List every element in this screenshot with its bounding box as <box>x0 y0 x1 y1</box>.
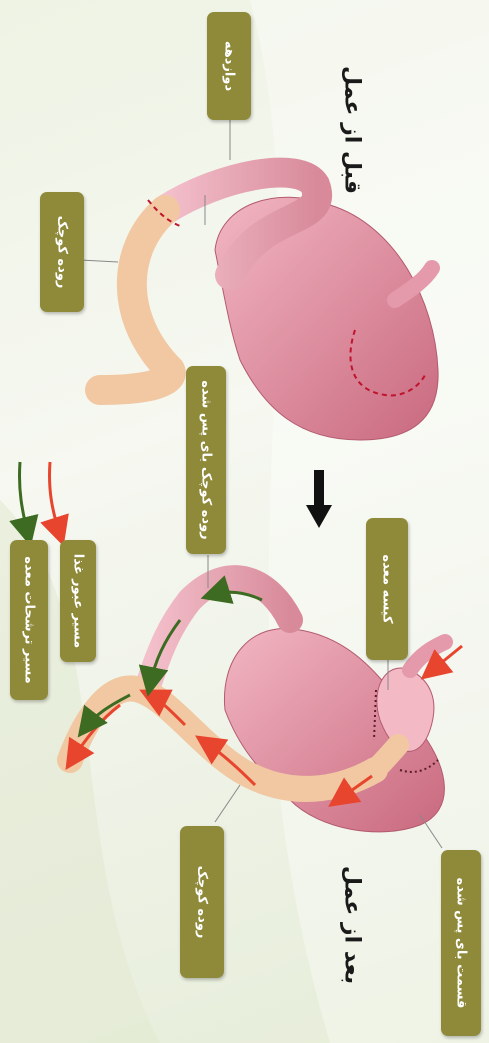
label-gastric-pouch: کیسه معده <box>366 518 408 660</box>
label-bypassed-stomach: قسمت بای پس شده <box>441 850 481 1036</box>
leader-line <box>215 785 240 822</box>
small-intestine-before <box>100 210 171 390</box>
legend-secretion-path-text: مسیر ترشحات معده <box>22 556 37 683</box>
transition-arrow-shaft <box>314 470 324 510</box>
label-small-intestine-top: روده کوچک <box>40 192 84 312</box>
label-small-intestine-top-text: روده کوچک <box>55 216 70 289</box>
leader-line <box>80 260 118 262</box>
legend-food-path-text: مسیر عبور غذا <box>71 554 86 648</box>
label-bypassed-intestine-text: روده کوچک بای پس شده <box>199 380 214 539</box>
label-bypassed-intestine: روده کوچک بای پس شده <box>186 366 226 554</box>
legend-food-path: مسیر عبور غذا <box>60 540 96 662</box>
label-small-intestine-bottom: روده کوچک <box>180 826 224 978</box>
legend-secretion-path: مسیر ترشحات معده <box>10 540 48 700</box>
label-bypassed-stomach-text: قسمت بای پس شده <box>454 878 469 1009</box>
label-small-intestine-bottom-text: روده کوچک <box>195 866 210 939</box>
heading-before-surgery: قبل از عمل <box>340 66 365 194</box>
label-gastric-pouch-text: کیسه معده <box>380 554 395 623</box>
legend-secretion-arrow <box>19 462 28 535</box>
label-duodenum-text: دوازدهه <box>222 41 237 91</box>
legend-food-arrow <box>49 462 60 535</box>
heading-after-surgery: بعد از عمل <box>340 866 365 984</box>
label-duodenum: دوازدهه <box>207 12 251 120</box>
